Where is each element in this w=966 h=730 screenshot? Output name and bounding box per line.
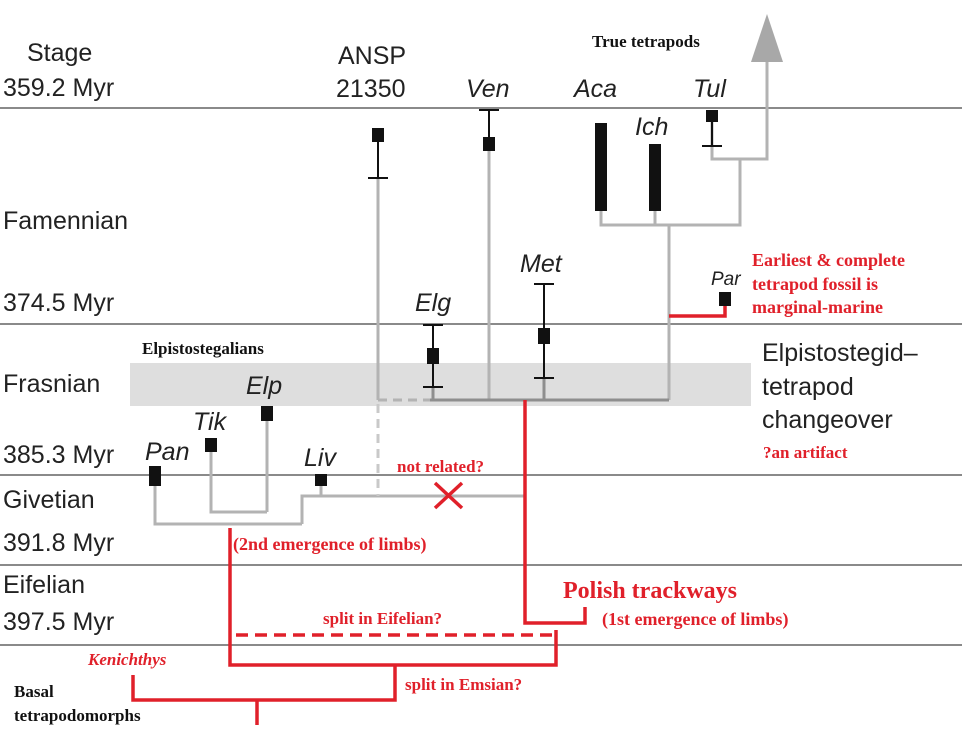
taxon-elp: Elp [246,372,282,400]
stage-header: Stage [27,39,92,67]
label-earliest-1: Earliest & complete [752,250,905,270]
taxon-liv: Liv [304,444,337,472]
label-split-eifelian: split in Eifelian? [323,609,442,628]
label-true-tetrapods: True tetrapods [592,32,700,51]
branch-tul-join [669,159,742,227]
branch-aca-ich [599,210,669,227]
taxon-elg: Elg [415,289,451,317]
red-elpisto-stem [228,528,558,667]
pan-marker [149,466,161,486]
liv-marker [315,474,327,486]
branch-tik [209,448,267,514]
aca-range-bar [595,123,607,211]
red-par-link [669,306,727,318]
label-earliest-2: tetrapod fossil is [752,274,878,294]
ich-range-bar [649,144,661,211]
stage-famennian: Famennian [3,207,128,235]
range-markers [149,109,731,486]
stage-eifelian: Eifelian [3,571,85,599]
stage-frasnian: Frasnian [3,370,100,398]
taxon-ven: Ven [466,75,510,103]
met-marker [538,328,550,344]
elpistostegalian-base [430,378,669,402]
taxon-kenichthys: Kenichthys [87,650,167,669]
age-385: 385.3 Myr [3,441,114,469]
tik-marker [205,438,217,452]
taxon-ansp-1: ANSP [338,42,406,70]
branch-pan-tik-join [300,494,525,524]
stage-givetian: Givetian [3,486,95,514]
taxon-tik: Tik [193,408,228,436]
gray-tree [153,58,769,526]
label-basal-1: Basal [14,682,54,701]
label-first-emergence: (1st emergence of limbs) [602,609,788,630]
red-emsian-split [131,665,397,702]
ansp-marker [372,128,384,142]
taxon-met: Met [520,250,563,278]
par-marker [719,292,731,306]
taxon-pan: Pan [145,438,189,466]
red-annotation-tree [131,306,727,725]
label-polish-trackways: Polish trackways [563,578,737,604]
taxon-aca: Aca [572,75,617,103]
elg-marker [427,348,439,364]
label-changeover-2: tetrapod [762,373,854,401]
label-not-related: not related? [397,457,484,476]
taxon-ansp-2: 21350 [336,75,406,103]
not-related-cross [433,481,464,510]
age-391: 391.8 Myr [3,529,114,557]
label-split-emsian: split in Emsian? [405,675,522,694]
cross-stroke-b [433,481,464,510]
label-earliest-3: marginal-marine [752,297,883,317]
label-second-emergence: (2nd emergence of limbs) [233,534,426,555]
age-374: 374.5 Myr [3,289,114,317]
elp-marker [261,406,273,421]
taxon-par: Par [711,269,741,290]
true-tetrapods-arrow [751,14,783,62]
label-artifact: ?an artifact [763,443,848,462]
label-changeover-3: changeover [762,406,893,434]
age-397: 397.5 Myr [3,608,114,636]
ven-marker [483,137,495,151]
tul-marker [706,110,718,122]
branch-pan [153,475,302,526]
label-changeover-1: Elpistostegid– [762,339,918,367]
red-tetrapod-stem [523,400,587,625]
label-basal-2: tetrapodomorphs [14,706,141,725]
taxon-tul: Tul [693,75,727,103]
label-elpistostegalians: Elpistostegalians [142,339,264,358]
age-359: 359.2 Myr [3,74,114,102]
taxon-ich: Ich [635,113,668,141]
